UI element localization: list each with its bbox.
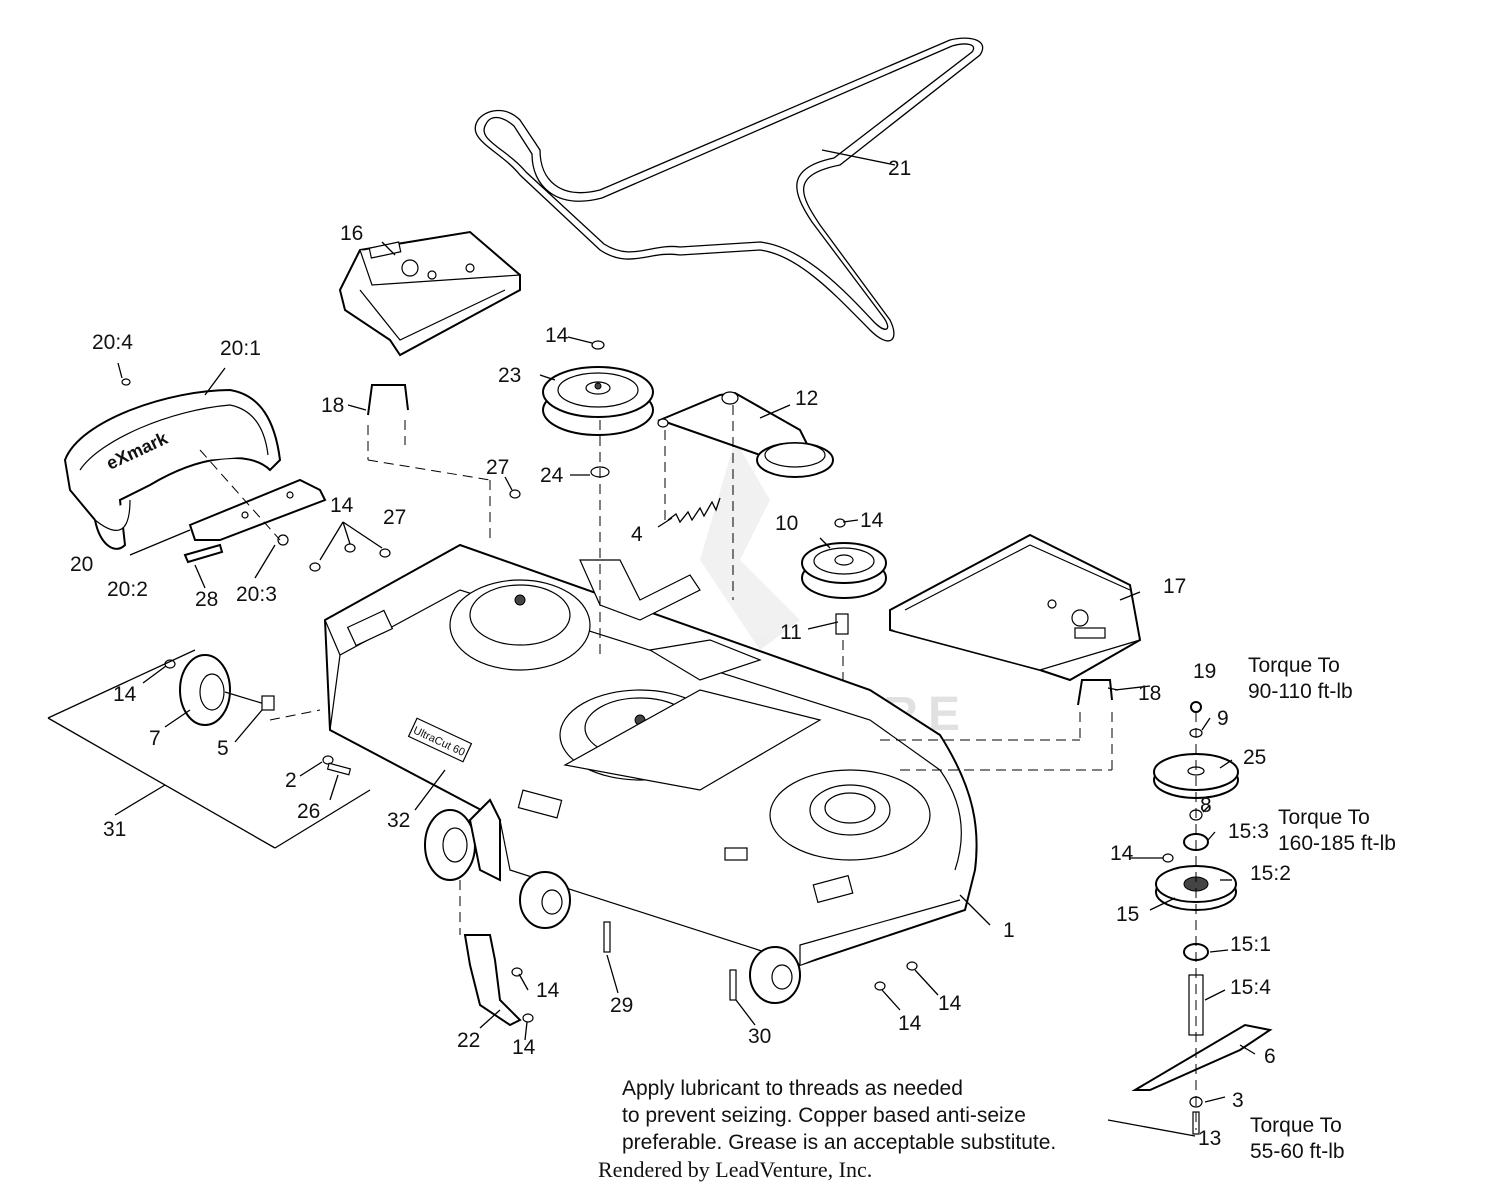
guard-bracket [183, 478, 327, 564]
callout-20-2: 20:2 [107, 578, 148, 601]
cover-brackets [367, 384, 1113, 706]
callout-14b: 14 [330, 494, 354, 517]
callout-26: 26 [297, 800, 320, 823]
callout-23: 23 [498, 364, 521, 387]
callout-9: 9 [1217, 707, 1229, 730]
belt [474, 37, 984, 342]
callout-20-1: 20:1 [220, 337, 261, 360]
callout-6: 6 [1264, 1045, 1276, 1068]
torque-notes: Torque To 90-110 ft-lb Torque To 160-185… [1248, 654, 1396, 1163]
callout-14h: 14 [898, 1012, 922, 1035]
lubricant-note-line3: preferable. Grease is an acceptable subs… [622, 1131, 1056, 1154]
callout-2: 2 [285, 769, 297, 792]
render-credit: Rendered by LeadVenture, Inc. [598, 1157, 872, 1182]
callout-14a: 14 [113, 683, 137, 706]
callout-1: 1 [1003, 919, 1015, 942]
callout-25: 25 [1243, 746, 1266, 769]
callout-27b: 27 [383, 506, 406, 529]
callout-4: 4 [631, 523, 643, 546]
callout-15-1: 15:1 [1230, 933, 1271, 956]
callout-20-4: 20:4 [92, 331, 133, 354]
callout-10: 10 [775, 512, 798, 535]
torque-15-line1: Torque To [1278, 806, 1370, 829]
torque-13-line2: 55-60 ft-lb [1250, 1140, 1345, 1163]
mower-deck: UltraCut 60 [323, 543, 978, 967]
callout-15-4: 15:4 [1230, 976, 1271, 999]
callout-14c: 14 [545, 324, 569, 347]
torque-15-line2: 160-185 ft-lb [1278, 832, 1396, 855]
callout-8: 8 [1200, 794, 1212, 817]
front-guard: eXmark [63, 388, 282, 550]
callout-18a: 18 [321, 394, 344, 417]
belt-cover-left [338, 230, 521, 357]
callout-22: 22 [457, 1029, 480, 1052]
callout-5: 5 [217, 737, 229, 760]
torque-13-line1: Torque To [1250, 1114, 1342, 1137]
lubricant-note-line1: Apply lubricant to threads as needed [622, 1077, 963, 1100]
callout-14i: 14 [512, 1036, 536, 1059]
lubricant-note-line2: to prevent seizing. Copper based anti-se… [622, 1104, 1026, 1127]
callout-28: 28 [195, 588, 218, 611]
callout-30: 30 [748, 1025, 771, 1048]
callout-20: 20 [70, 553, 93, 576]
callout-14g: 14 [938, 992, 962, 1015]
callout-21: 21 [888, 157, 911, 180]
callout-15: 15 [1116, 903, 1139, 926]
callout-15-2: 15:2 [1250, 862, 1291, 885]
callout-14d: 14 [860, 509, 884, 532]
callout-18b: 18 [1138, 682, 1161, 705]
callout-19: 19 [1193, 660, 1216, 683]
callout-14f: 14 [536, 979, 560, 1002]
callout-27a: 27 [486, 456, 509, 479]
caster-wheels [424, 798, 801, 1004]
pulley-10 [801, 518, 887, 635]
callout-3: 3 [1232, 1089, 1244, 1112]
callout-29: 29 [610, 994, 633, 1017]
callout-20-3: 20:3 [236, 583, 277, 606]
kit-bracket-31 [47, 649, 371, 849]
assembly-lines [199, 405, 1197, 1130]
torque-19-line1: Torque To [1248, 654, 1340, 677]
callout-24: 24 [540, 464, 564, 487]
callout-32: 32 [387, 809, 410, 832]
hardware [121, 378, 1174, 1023]
anti-scalp-bracket [463, 934, 522, 1027]
belt-cover-right [889, 533, 1142, 682]
callout-12: 12 [795, 387, 818, 410]
callout-labels: 1 2 3 4 5 6 7 8 9 10 11 12 13 14 14 14 1… [70, 157, 1291, 1150]
callout-17: 17 [1163, 575, 1186, 598]
callout-15-3: 15:3 [1228, 820, 1269, 843]
lubricant-note: Apply lubricant to threads as needed to … [622, 1077, 1056, 1154]
callout-16: 16 [340, 222, 363, 245]
leader-lines [114, 149, 1256, 1137]
callout-14e: 14 [1110, 842, 1134, 865]
callout-11: 11 [780, 621, 802, 644]
torque-19-line2: 90-110 ft-lb [1248, 680, 1353, 703]
callout-31: 31 [103, 818, 126, 841]
spindle-assembly [1131, 701, 1273, 1135]
pulley-23 [542, 340, 654, 478]
idler-arm [657, 391, 834, 478]
gauge-wheel [179, 654, 275, 726]
spring [667, 497, 721, 524]
callout-7: 7 [149, 727, 161, 750]
callout-13: 13 [1198, 1127, 1221, 1150]
